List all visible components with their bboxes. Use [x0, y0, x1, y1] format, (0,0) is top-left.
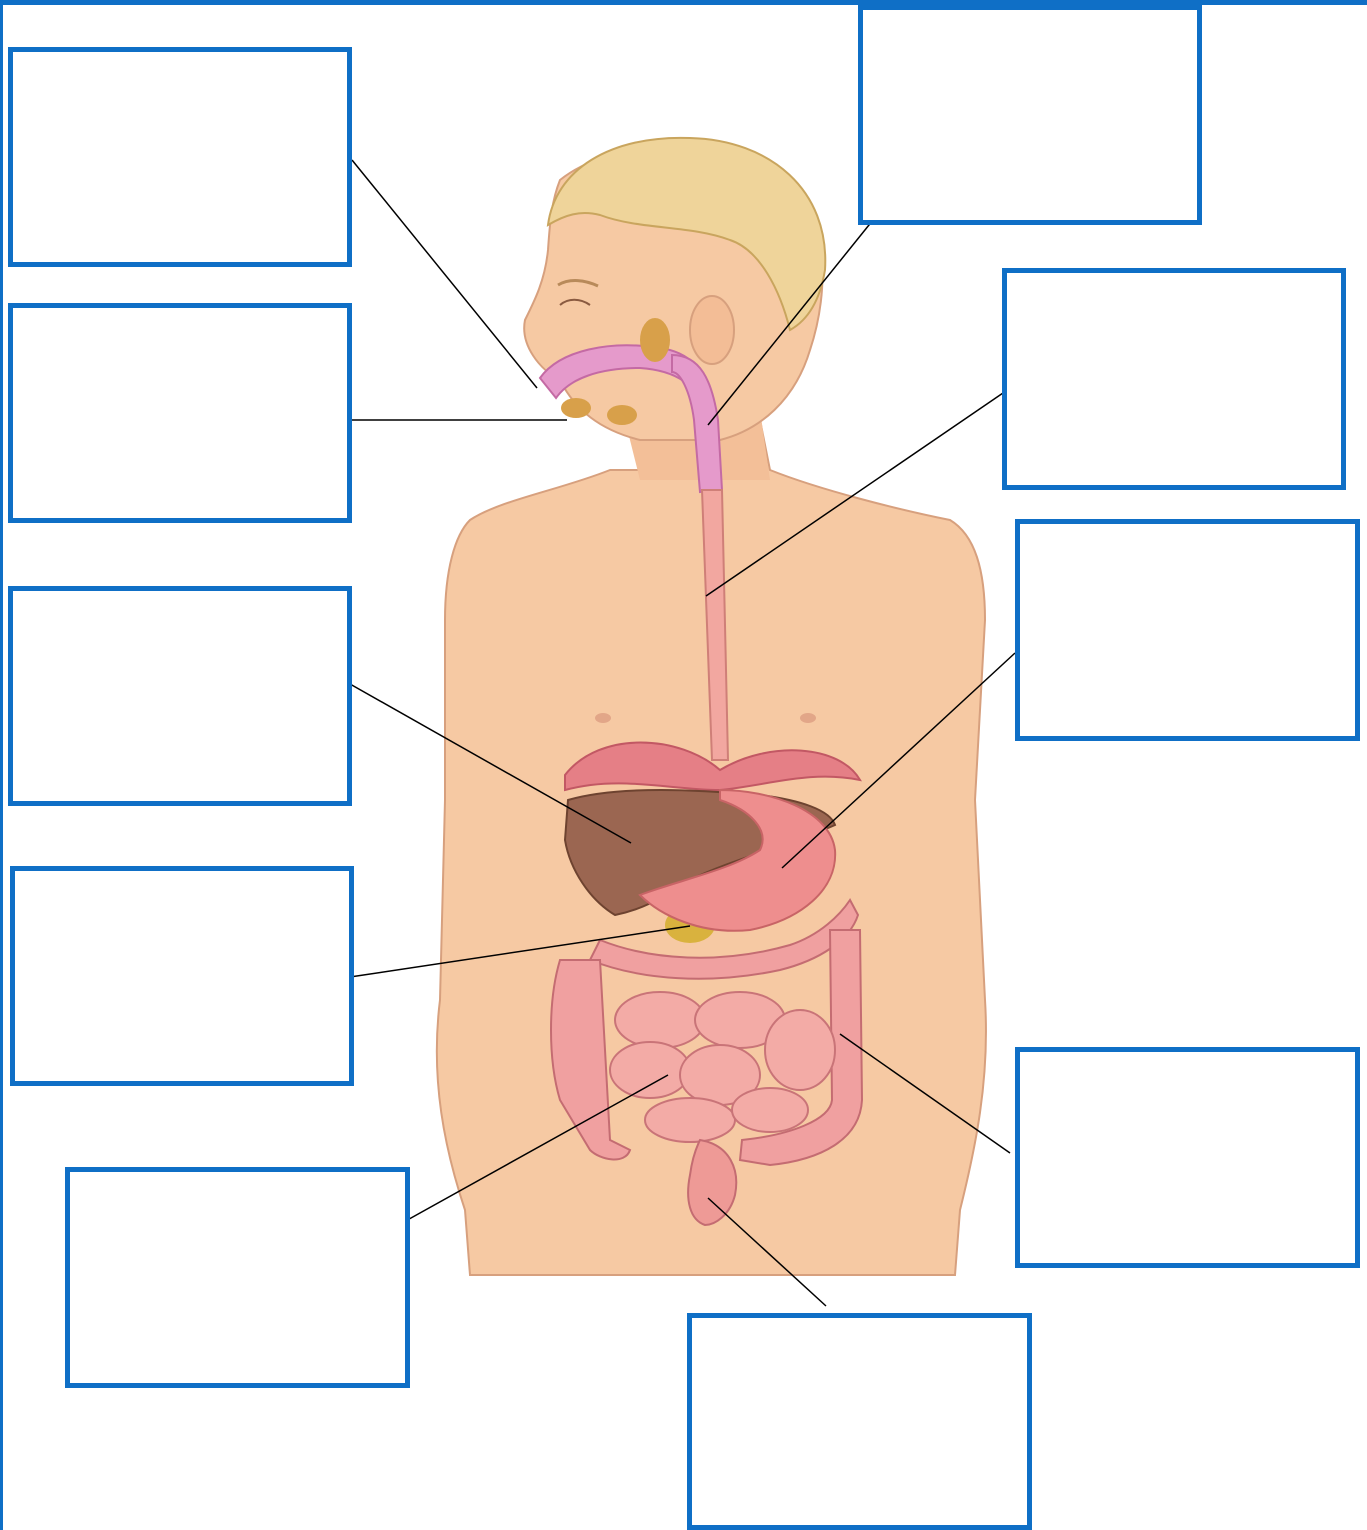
- nipple-right: [800, 713, 816, 723]
- leader-line-mouth: [352, 160, 537, 388]
- label-box-small-intestine[interactable]: [65, 1167, 410, 1388]
- label-box-salivary-glands[interactable]: [8, 303, 352, 523]
- intestine-loop-1: [615, 992, 705, 1048]
- salivary-gland-parotid: [640, 318, 670, 362]
- intestine-loop-4: [610, 1042, 690, 1098]
- salivary-gland-submandibular: [607, 405, 637, 425]
- label-box-mouth[interactable]: [8, 47, 352, 267]
- label-box-pharynx[interactable]: [858, 5, 1202, 225]
- salivary-gland-sublingual: [561, 398, 591, 418]
- nipple-left: [595, 713, 611, 723]
- intestine-loop-6: [645, 1098, 735, 1142]
- label-box-rectum[interactable]: [687, 1313, 1032, 1530]
- label-box-esophagus[interactable]: [1002, 268, 1346, 490]
- label-box-liver[interactable]: [8, 586, 352, 806]
- intestine-loop-7: [732, 1088, 808, 1132]
- intestine-loop-3: [765, 1010, 835, 1090]
- label-box-stomach[interactable]: [1015, 519, 1360, 741]
- label-box-large-intestine[interactable]: [1015, 1047, 1360, 1268]
- label-box-pancreas[interactable]: [10, 866, 354, 1086]
- ear: [690, 296, 734, 364]
